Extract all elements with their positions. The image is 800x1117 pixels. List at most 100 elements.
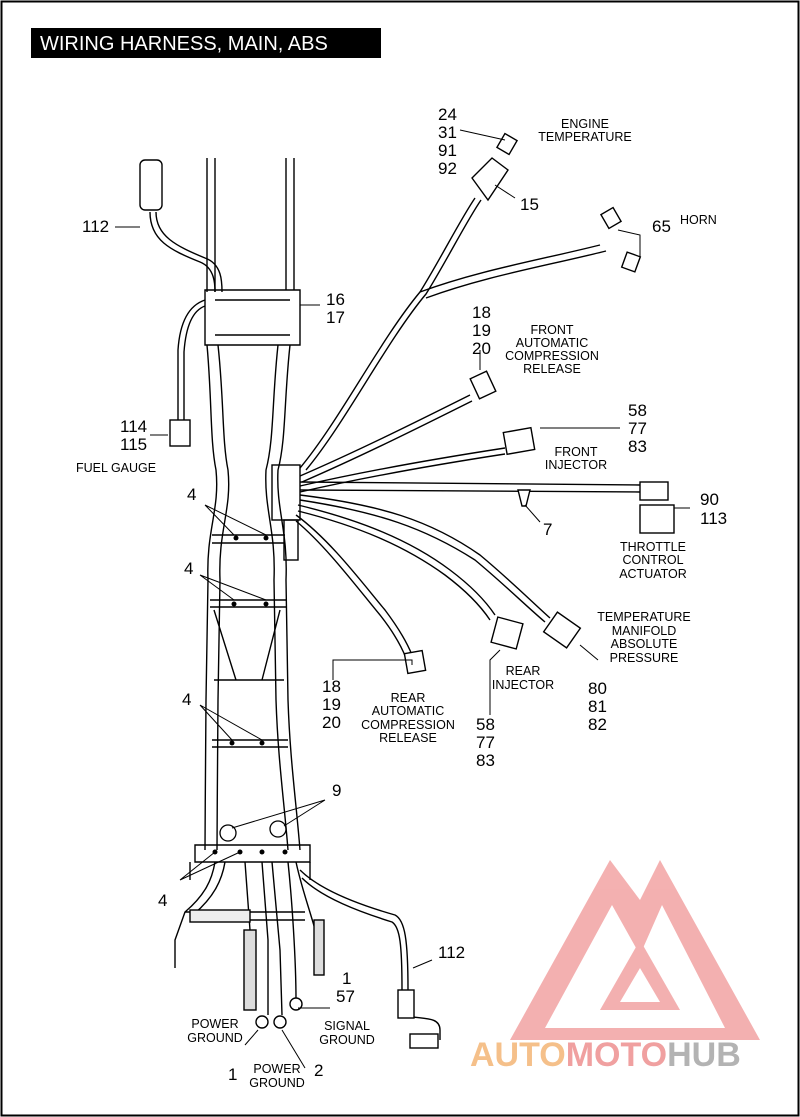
frame-structure (189, 158, 311, 880)
engine-temp-sensor (471, 157, 509, 202)
callout-82: 82 (588, 715, 607, 734)
callout-4-d: 4 (158, 891, 167, 910)
frame-holes (219, 820, 287, 842)
callout-rear-inj-77: 77 (476, 733, 495, 752)
tmap-label-3: ABSOLUTE (611, 637, 678, 651)
callout-signal-ground: 1 57 SIGNAL GROUND (319, 969, 375, 1047)
callout-tmap: TEMPERATURE MANIFOLD ABSOLUTE PRESSURE 8… (588, 610, 691, 734)
callout-24: 24 (438, 105, 457, 124)
callout-rear-acr-19: 19 (322, 695, 341, 714)
callout-4-b: 4 (184, 559, 193, 578)
front-acr-label-3: COMPRESSION (505, 349, 599, 363)
watermark-hub: HUB (667, 1036, 741, 1074)
conduit-left (243, 929, 257, 1011)
callout-power-ground-right: POWER GROUND 2 (249, 1061, 323, 1090)
callout-115: 115 (120, 435, 147, 454)
bottom-112-connector (397, 989, 415, 1019)
power-ground-left-label-2: GROUND (187, 1031, 243, 1045)
tmap-label-2: MANIFOLD (612, 624, 677, 638)
rear-acr-label-2: AUTOMATIC (372, 704, 444, 718)
horn-label: HORN (680, 213, 717, 227)
bolt-markers (212, 535, 288, 855)
rear-injector-connector (490, 616, 524, 650)
leader-lines (115, 129, 690, 1069)
callout-rear-acr-18: 18 (322, 677, 341, 696)
throttle-label-1: THROTTLE (620, 540, 686, 554)
throttle-label-2: CONTROL (622, 553, 683, 567)
callout-front-injector: 58 77 83 FRONT INJECTOR (545, 401, 647, 472)
callout-signal-1: 1 (342, 969, 351, 988)
callout-4-c: 4 (182, 690, 191, 709)
tmap-label-1: TEMPERATURE (597, 610, 691, 624)
rear-acr-label-1: REAR (391, 691, 426, 705)
callout-112-bottom: 112 (438, 943, 465, 962)
throttle-plug (639, 504, 675, 534)
rear-acr-label-3: COMPRESSION (361, 718, 455, 732)
callout-front-inj-83: 83 (628, 437, 647, 456)
title-banner: WIRING HARNESS, MAIN, ABS (31, 28, 381, 58)
callout-engine-temperature: 24 31 91 92 ENGINE TEMPERATURE (438, 105, 632, 178)
callout-rear-acr: 18 19 20 REAR AUTOMATIC COMPRESSION RELE… (322, 677, 455, 745)
signal-ground-label-2: GROUND (319, 1033, 375, 1047)
signal-ground-terminal (289, 997, 303, 1011)
callout-front-inj-77: 77 (628, 419, 647, 438)
front-injector-connector (502, 426, 536, 456)
front-injector-label-1: FRONT (554, 445, 597, 459)
callout-92: 92 (438, 159, 457, 178)
callout-rear-inj-83: 83 (476, 751, 495, 770)
page-title: WIRING HARNESS, MAIN, ABS (40, 33, 328, 55)
callout-throttle-control: 90 113 THROTTLE CONTROL ACTUATOR (619, 490, 727, 581)
callout-65: 65 (652, 217, 671, 236)
engine-temp-label-2: TEMPERATURE (538, 130, 632, 144)
callout-113: 113 (700, 509, 727, 528)
tmap-connector (542, 611, 582, 649)
fuel-gauge-connector (169, 419, 191, 447)
callout-80: 80 (588, 679, 607, 698)
callout-4-a: 4 (187, 485, 196, 504)
clip-7 (517, 489, 531, 507)
logo-inner-hole (620, 968, 660, 1002)
callout-7: 7 (543, 520, 552, 539)
rear-acr-connector (403, 649, 427, 675)
connectors (139, 132, 675, 1049)
front-acr-connector (469, 370, 497, 400)
callout-91: 91 (438, 141, 457, 160)
callout-power-ground-left: POWER GROUND 1 (187, 1017, 243, 1084)
callout-rear-injector: REAR INJECTOR 58 77 83 (476, 664, 554, 770)
callout-81: 81 (588, 697, 607, 716)
rear-acr-label-4: RELEASE (379, 731, 437, 745)
signal-ground-label-1: SIGNAL (324, 1019, 370, 1033)
front-acr-label-2: AUTOMATIC (516, 336, 588, 350)
watermark-auto: AUTO (470, 1036, 566, 1074)
callout-114: 114 (120, 417, 147, 436)
callout-signal-57: 57 (336, 987, 355, 1006)
callout-power-2: 2 (314, 1061, 323, 1080)
callout-112-top: 112 (82, 217, 109, 236)
callout-15: 15 (520, 195, 539, 214)
throttle-label-3: ACTUATOR (619, 567, 687, 581)
front-injector-label-2: INJECTOR (545, 458, 607, 472)
wires (149, 197, 641, 1040)
engine-temp-label-1: ENGINE (561, 117, 609, 131)
callout-front-inj-58: 58 (628, 401, 647, 420)
callout-16: 16 (326, 290, 345, 309)
power-ground-terminal-1 (255, 1015, 269, 1029)
power-ground-right-label-2: GROUND (249, 1076, 305, 1090)
callout-front-acr: 18 19 20 FRONT AUTOMATIC COMPRESSION REL… (472, 303, 599, 376)
horn-connector-1 (599, 206, 623, 230)
top-112-connector (139, 159, 163, 211)
callout-power-1: 1 (228, 1065, 237, 1084)
front-acr-label-1: FRONT (530, 323, 573, 337)
callout-rear-acr-20: 20 (322, 713, 341, 732)
tmap-label-4: PRESSURE (610, 651, 679, 665)
callout-9: 9 (332, 781, 341, 800)
horn-connector-2 (620, 251, 642, 273)
callout-front-acr-20: 20 (472, 339, 491, 358)
watermark-text: AUTOMOTOHUB (470, 1036, 741, 1074)
callout-front-acr-19: 19 (472, 321, 491, 340)
power-ground-left-label-1: POWER (191, 1017, 238, 1031)
callout-17: 17 (326, 308, 345, 327)
rear-injector-label-2: INJECTOR (492, 678, 554, 692)
